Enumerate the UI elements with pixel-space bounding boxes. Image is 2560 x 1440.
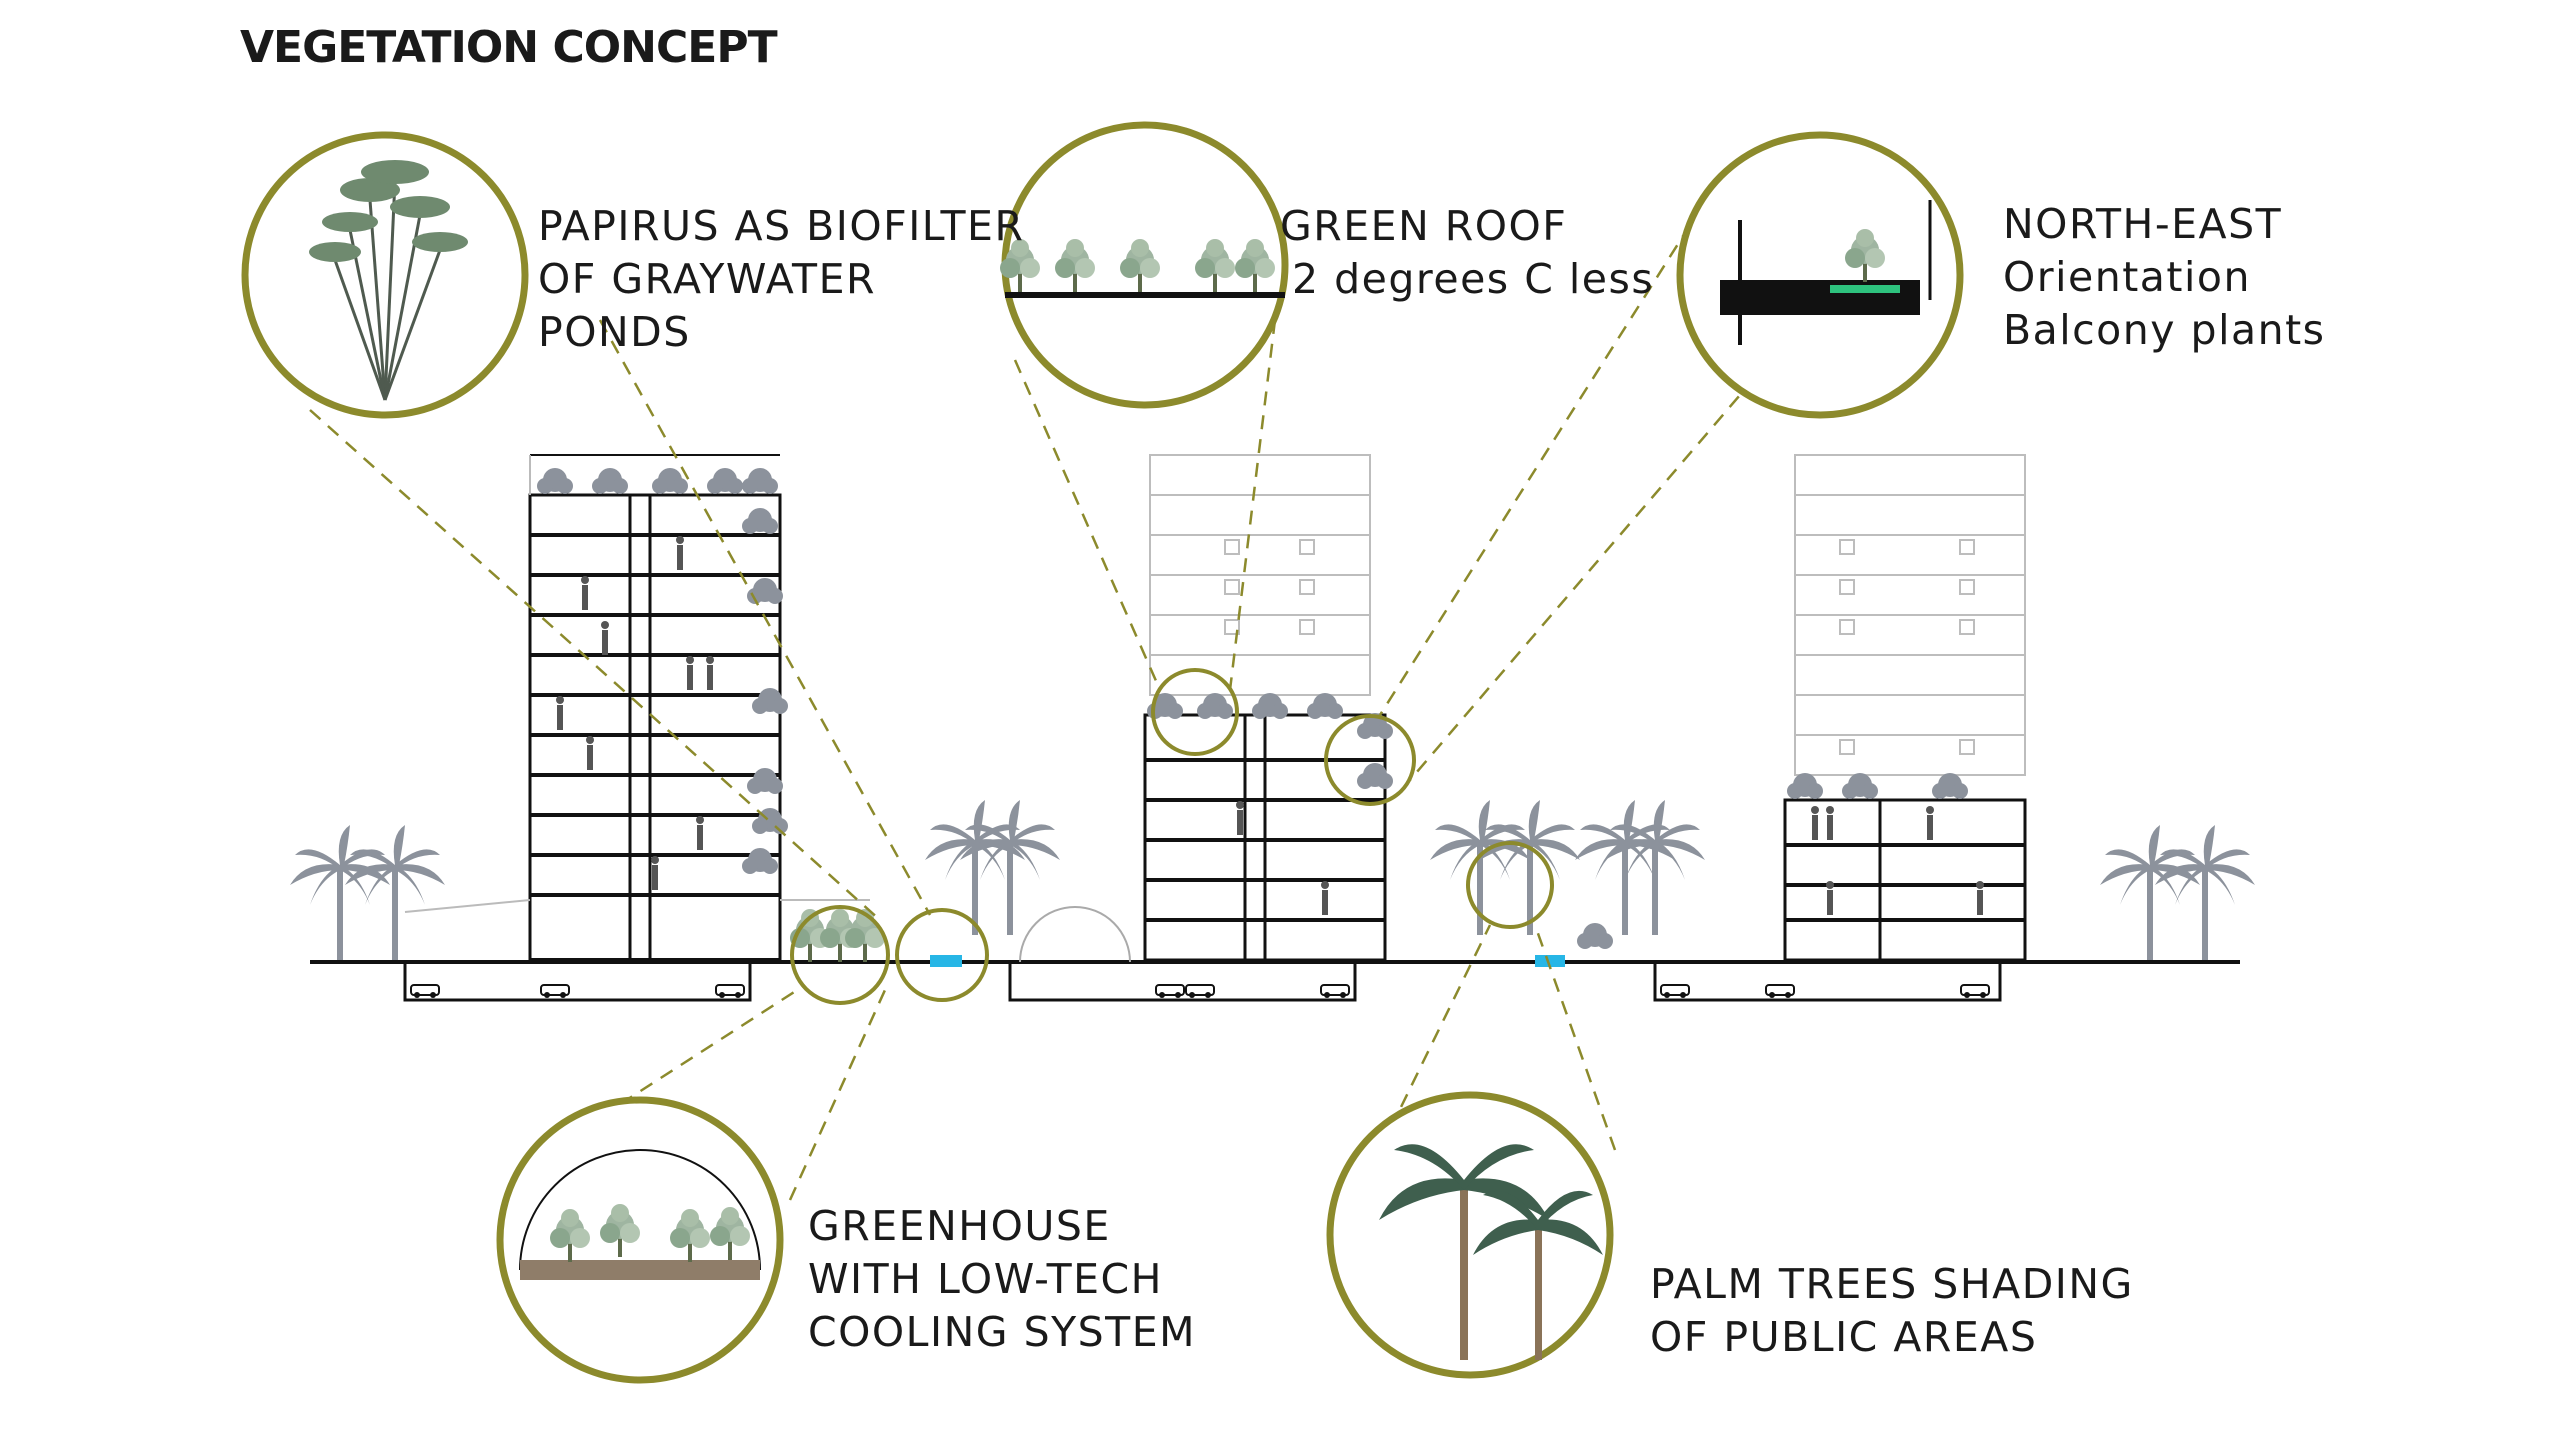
label-greenhouse: GREENHOUSE WITH LOW-TECH COOLING SYSTEM: [808, 1202, 1196, 1356]
label-palms: PALM TREES SHADING OF PUBLIC AREAS: [1650, 1260, 2134, 1361]
parking-level-left: [403, 962, 752, 1002]
right-tower-lower: [1783, 773, 2027, 962]
left-tower-section: [528, 454, 788, 962]
diagram-title: VEGETATION CONCEPT: [240, 22, 778, 73]
middle-tower-upper: [1149, 454, 1371, 696]
middle-tower-lower: [1143, 693, 1393, 962]
callout-green-roof-circle: [1000, 121, 1289, 409]
graywater-pond-right: [1535, 955, 1565, 967]
label-papyrus: PAPIRUS AS BIOFILTER OF GRAYWATER PONDS: [538, 202, 1025, 356]
section-ring-pond: [895, 908, 989, 1002]
parking-level-right: [1653, 962, 2002, 1002]
section-ring-greenhouse: [790, 905, 890, 1005]
parking-level-middle: [1008, 962, 1357, 1002]
right-tower-upper: [1794, 454, 2026, 776]
callout-greenhouse-circle: [496, 1096, 784, 1384]
section-ring-palm: [1466, 841, 1554, 929]
section-ring-roof: [1151, 668, 1239, 756]
graywater-pond-left: [930, 955, 962, 967]
callout-palm-circle: [1326, 1091, 1614, 1379]
callout-balcony-circle: [1676, 131, 1964, 419]
greenhouse-arch-section: [1019, 906, 1131, 963]
section-ring-balcony: [1324, 714, 1416, 806]
label-green-roof: GREEN ROOF 2 degrees C less: [1280, 202, 1655, 303]
label-northeast: NORTH-EAST Orientation Balcony plants: [2003, 200, 2326, 354]
callout-papyrus-circle: [241, 131, 529, 419]
